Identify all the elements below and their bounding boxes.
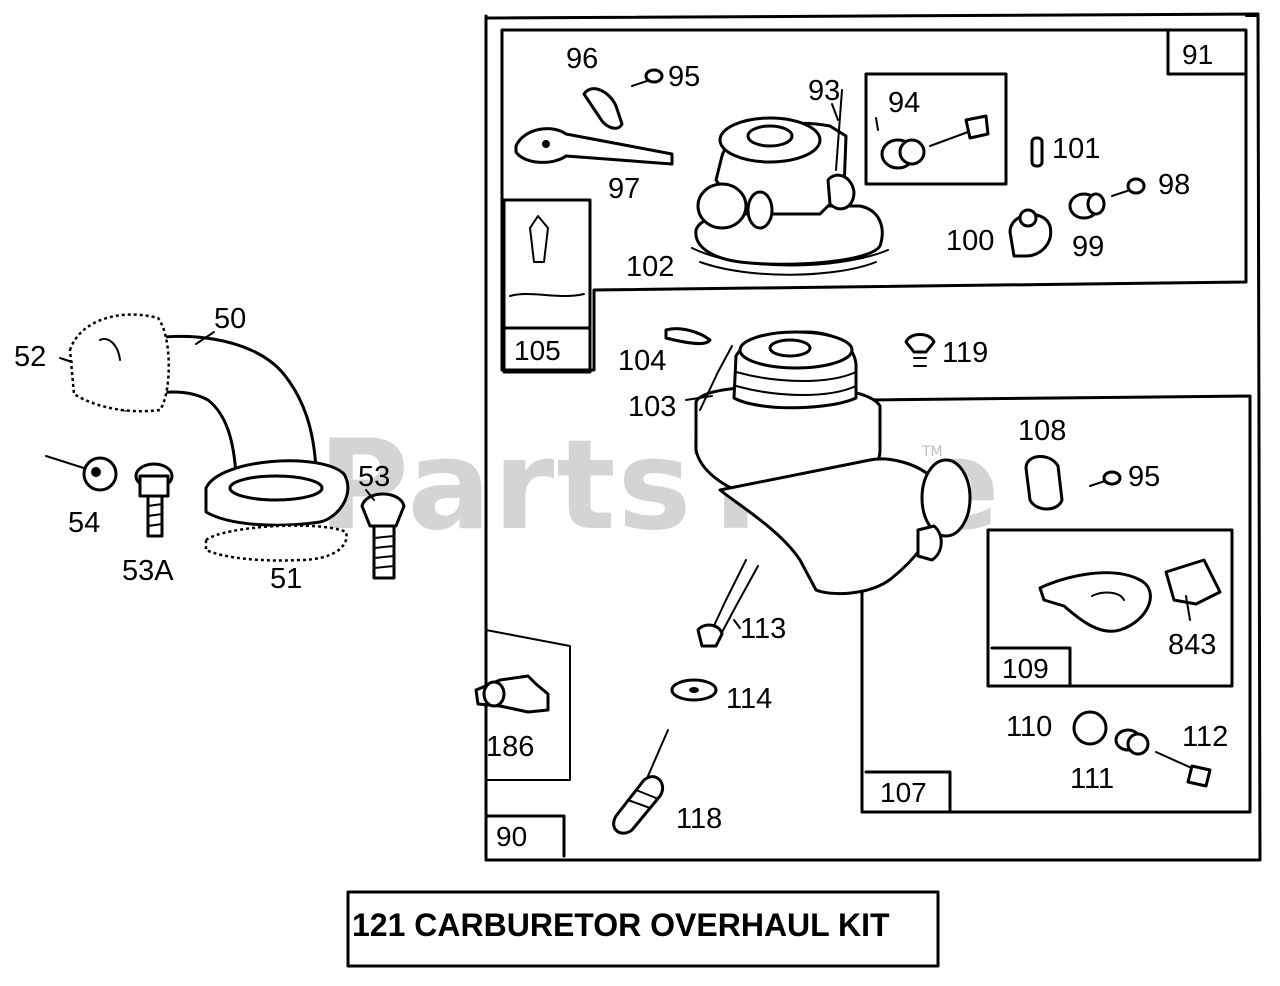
part-104-spring [664, 327, 712, 346]
label-99: 99 [1072, 231, 1104, 263]
box-109-frame [986, 528, 1234, 688]
label-108: 108 [1018, 415, 1066, 447]
label-94: 94 [888, 87, 920, 119]
part-95-screw-upper [631, 68, 664, 87]
part-114-washer [670, 678, 718, 702]
label-118: 118 [676, 803, 722, 835]
part-bowl-body [694, 330, 972, 637]
label-101: 101 [1052, 133, 1100, 165]
label-98: 98 [1158, 169, 1190, 201]
label-95-lower: 95 [1128, 461, 1160, 493]
part-843-choke-shaft [1038, 571, 1152, 633]
label-51: 51 [270, 563, 302, 595]
part-108-float [1024, 455, 1064, 511]
label-54: 54 [68, 507, 100, 539]
label-97: 97 [608, 173, 640, 205]
part-98-screw [1111, 177, 1146, 197]
kit-title: 121 CARBURETOR OVERHAUL KIT [352, 907, 890, 943]
label-112: 112 [1182, 721, 1228, 753]
part-113-tube [696, 623, 724, 648]
part-52-gasket [68, 313, 170, 413]
label-186: 186 [486, 731, 534, 763]
part-54-screw [45, 455, 118, 492]
part-111-spring [1114, 728, 1150, 756]
label-843: 843 [1168, 629, 1216, 661]
label-96: 96 [566, 43, 598, 75]
part-100-valve [1008, 208, 1053, 258]
box-105-frame [502, 198, 592, 374]
label-53: 53 [358, 461, 390, 493]
part-186-fitting [474, 674, 550, 714]
label-113: 113 [740, 613, 786, 645]
label-52: 52 [14, 341, 46, 373]
part-102-carburetor-body [691, 89, 889, 276]
label-111: 111 [1070, 763, 1114, 795]
label-50: 50 [214, 303, 246, 335]
box-94-frame [864, 72, 1008, 186]
box-label-109: 109 [1002, 653, 1049, 684]
leader-lines [59, 103, 1191, 629]
watermark-trademark: TM [921, 444, 943, 460]
part-96-gasket [582, 87, 624, 130]
needle-seat-105 [529, 215, 549, 263]
part-101-pin [1030, 136, 1044, 168]
label-53a: 53A [122, 555, 174, 587]
label-102: 102 [626, 251, 674, 283]
label-119: 119 [942, 337, 988, 369]
part-95-screw-lower [1089, 470, 1122, 487]
kit-title-box [346, 890, 940, 968]
box-label-90: 90 [496, 821, 527, 852]
part-118-needle-jet [612, 729, 669, 835]
label-110: 110 [1006, 711, 1052, 743]
box-107-frame [860, 394, 1252, 814]
box-91-frame [500, 28, 1248, 372]
part-119-screw [904, 333, 936, 367]
part-53a-bolt [134, 462, 174, 538]
box-label-91: 91 [1182, 39, 1213, 70]
part-112-screw [1155, 751, 1212, 788]
part-51-gasket [204, 524, 348, 562]
label-95-upper: 95 [668, 61, 700, 93]
box-label-105: 105 [514, 335, 561, 366]
label-100: 100 [946, 225, 994, 257]
label-114: 114 [726, 683, 772, 715]
part-99-spring [1068, 192, 1106, 220]
box-label-107: 107 [880, 777, 927, 808]
label-103: 103 [628, 391, 676, 423]
part-110-washer [1072, 710, 1108, 746]
part-97-throttle-shaft [514, 127, 674, 166]
box-90-frame [484, 12, 1262, 862]
label-104: 104 [618, 345, 666, 377]
part-53-screw [360, 492, 406, 580]
label-93: 93 [808, 75, 840, 107]
